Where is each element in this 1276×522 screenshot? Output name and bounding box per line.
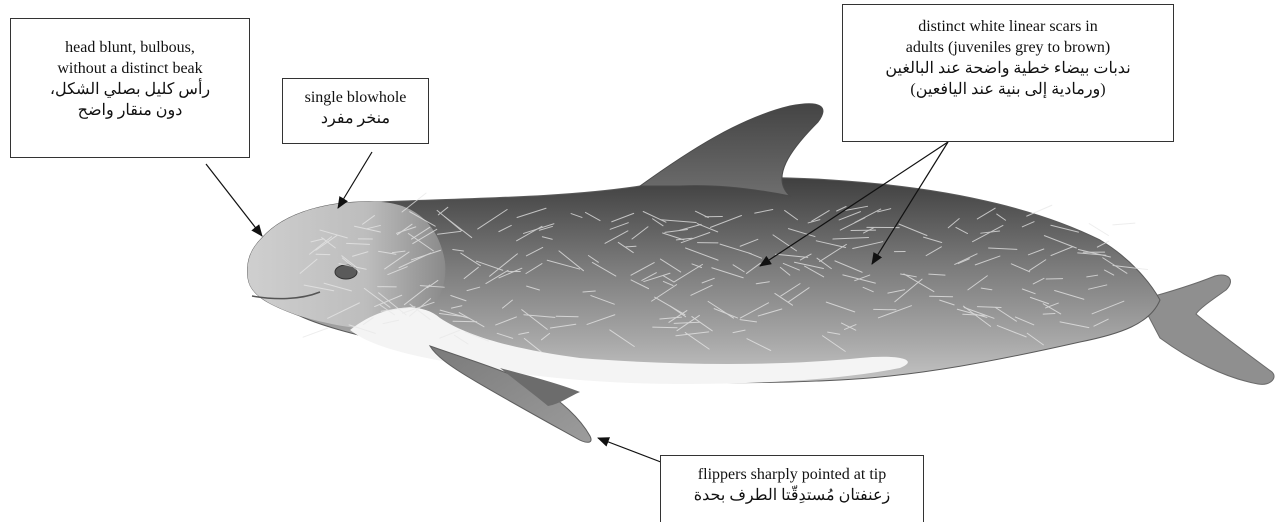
label-flippers: flippers sharply pointed at tip زعنفتان …: [660, 455, 924, 522]
tail-fluke: [1140, 275, 1274, 384]
label-flippers-en: flippers sharply pointed at tip: [667, 464, 917, 485]
label-scars-ar-2: (ورمادية إلى بنية عند اليافعين): [849, 79, 1167, 100]
arrow-head: [206, 164, 262, 236]
label-flippers-ar: زعنفتان مُستدِقّتا الطرف بحدة: [667, 485, 917, 506]
label-head-en-1: head blunt, bulbous,: [17, 37, 243, 58]
label-head-en-2: without a distinct beak: [17, 58, 243, 79]
scar-mark: [626, 246, 636, 247]
label-blowhole-ar: منخر مفرد: [289, 108, 422, 129]
label-head: head blunt, bulbous, without a distinct …: [10, 18, 250, 158]
scar-mark: [1089, 224, 1108, 236]
arrow-blowhole: [338, 152, 372, 208]
label-scars: distinct white linear scars in adults (j…: [842, 4, 1174, 142]
label-head-ar-2: دون منقار واضح: [17, 100, 243, 121]
label-scars-en-2: adults (juveniles grey to brown): [849, 37, 1167, 58]
scar-mark: [653, 327, 677, 328]
label-blowhole-en: single blowhole: [289, 87, 422, 108]
scar-mark: [556, 316, 578, 317]
scar-mark: [1113, 223, 1135, 225]
arrow-flippers: [598, 438, 666, 464]
label-blowhole: single blowhole منخر مفرد: [282, 78, 429, 144]
scar-mark: [1043, 314, 1055, 315]
label-head-ar-1: رأس كليل بصلي الشكل،: [17, 79, 243, 100]
scar-mark: [1027, 205, 1052, 216]
label-scars-ar-1: ندبات بيضاء خطية واضحة عند البالغين: [849, 58, 1167, 79]
scar-mark: [303, 328, 328, 337]
label-scars-en-1: distinct white linear scars in: [849, 16, 1167, 37]
